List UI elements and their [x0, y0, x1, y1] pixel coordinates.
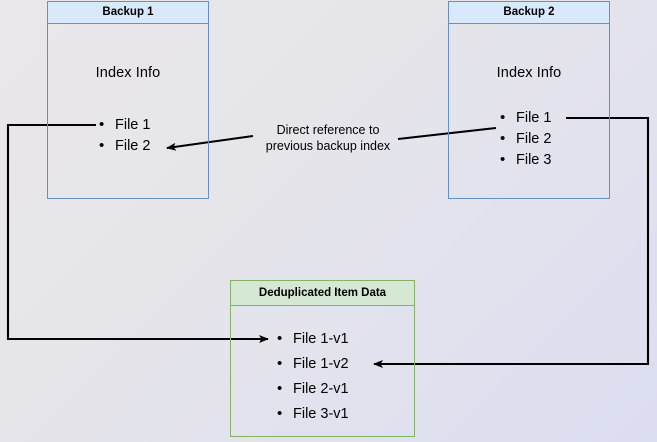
box-deduplicated-item-data: Deduplicated Item Data File 1-v1 File 1-… — [230, 280, 415, 437]
backup-1-file-list: File 1 File 2 — [99, 114, 150, 157]
box-backup-2: Backup 2 Index Info File 1 File 2 File 3 — [448, 1, 610, 199]
backup-2-index-info-label: Index Info — [496, 65, 562, 81]
box-deduplicated-item-data-header: Deduplicated Item Data — [231, 281, 414, 306]
list-item: File 3 — [500, 149, 551, 171]
direct-reference-caption: Direct reference to previous backup inde… — [265, 123, 391, 153]
list-item: File 1-v2 — [277, 351, 349, 377]
list-item: File 2 — [500, 128, 551, 150]
list-item: File 1 — [99, 114, 150, 136]
list-item: File 1-v1 — [277, 326, 349, 352]
box-deduplicated-item-data-body: File 1-v1 File 1-v2 File 2-v1 File 3-v1 — [231, 306, 414, 436]
box-backup-1-body: Index Info File 1 File 2 — [48, 24, 208, 198]
box-backup-2-body: Index Info File 1 File 2 File 3 — [449, 24, 609, 198]
list-item: File 3-v1 — [277, 401, 349, 427]
backup-1-index-info-label: Index Info — [95, 65, 161, 81]
box-backup-2-header: Backup 2 — [449, 2, 609, 24]
backup-2-file-list: File 1 File 2 File 3 — [500, 107, 551, 171]
box-backup-1: Backup 1 Index Info File 1 File 2 — [47, 1, 209, 199]
dedup-file-list: File 1-v1 File 1-v2 File 2-v1 File 3-v1 — [277, 326, 349, 427]
list-item: File 1 — [500, 107, 551, 129]
list-item: File 2 — [99, 135, 150, 157]
list-item: File 2-v1 — [277, 376, 349, 402]
box-backup-1-header: Backup 1 — [48, 2, 208, 24]
